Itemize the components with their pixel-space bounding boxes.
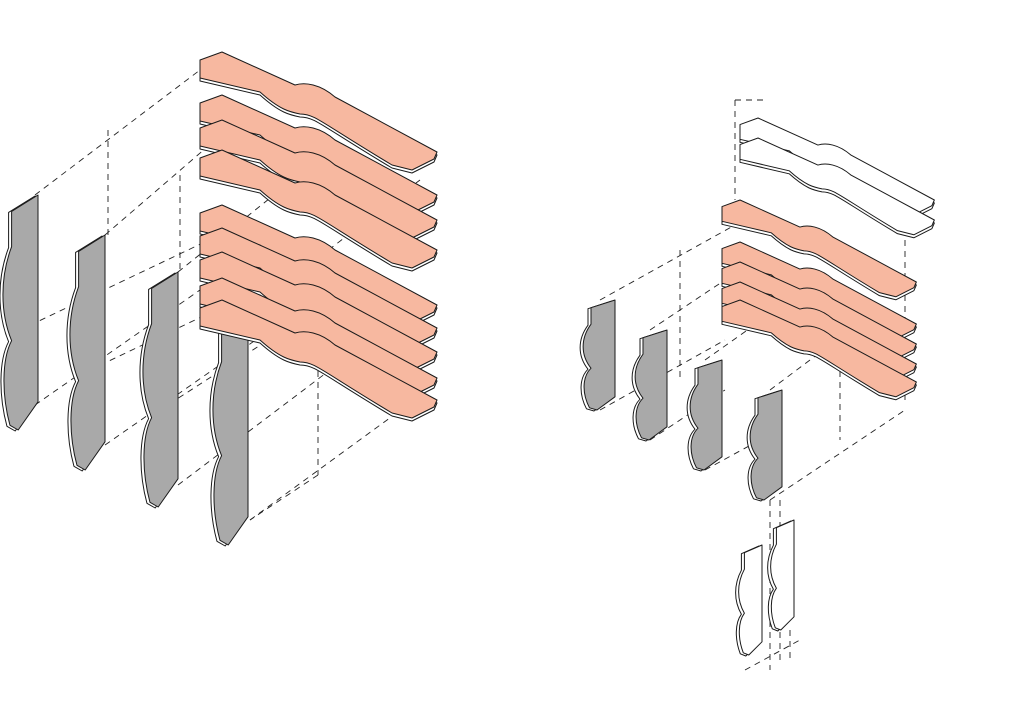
gray-panel (2, 194, 39, 431)
projection-line (249, 474, 319, 521)
gray-panel (634, 329, 668, 441)
gray-panel (749, 389, 783, 501)
gray-panel (689, 359, 723, 471)
gray-panel (582, 299, 616, 411)
white-panel (738, 544, 763, 656)
white-panel (770, 519, 795, 631)
white-slab (739, 137, 935, 236)
projection-line (177, 369, 331, 486)
gray-panel (69, 234, 106, 471)
projection-line (19, 229, 231, 331)
salmon-slab (721, 199, 917, 298)
salmon-slab (199, 299, 438, 419)
projection-line (34, 69, 201, 196)
projection-line (89, 269, 301, 371)
gray-panel (212, 309, 249, 546)
salmon-slab (199, 51, 438, 171)
right-assembly (579, 117, 935, 657)
projection-line (769, 409, 906, 501)
salmon-slab (199, 149, 438, 269)
left-assembly (0, 51, 438, 547)
projection-line (599, 224, 736, 301)
projection-line (769, 329, 851, 391)
gray-panel (142, 271, 179, 508)
salmon-slab (721, 299, 917, 398)
